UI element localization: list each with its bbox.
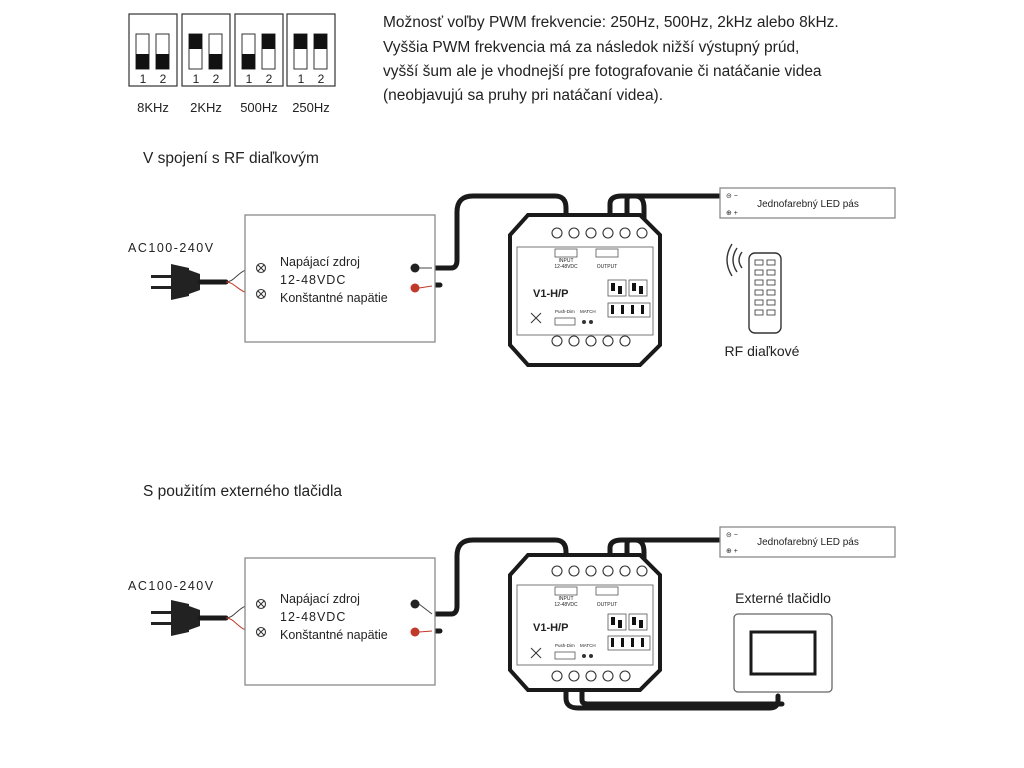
input-label: INPUT <box>559 596 574 602</box>
dc-wire <box>427 537 569 617</box>
psu-label: Napájací zdroj <box>280 255 360 269</box>
psu-description: Konštantné napätie <box>280 628 388 642</box>
description-line: Vyššia PWM frekvencia má za následok niž… <box>383 39 799 56</box>
terminal-block-bottom <box>551 335 631 347</box>
match-label: MATCH <box>580 643 596 648</box>
led-wire <box>624 193 723 231</box>
dip-switch-250hz: 1 2 250Hz <box>286 13 336 115</box>
output-label: OUTPUT <box>597 602 618 608</box>
description-line: vyšší šum ale je vhodnejší pre fotografo… <box>383 63 822 80</box>
dc-wire <box>427 193 569 271</box>
ac-plug <box>151 600 257 636</box>
diagram-title: V spojení s RF diaľkovým <box>143 150 319 167</box>
ac-voltage-label: AC100-240V <box>128 579 215 593</box>
psu-voltage: 12-48VDC <box>280 273 346 287</box>
terminal-block-top <box>551 565 648 577</box>
dip-label: 8KHz <box>137 100 169 115</box>
button-wire <box>579 682 785 707</box>
led-strip-label: Jednofarebný LED pás <box>757 199 859 210</box>
pwm-description: Možnosť voľby PWM frekvencie: 250Hz, 500… <box>383 14 839 104</box>
psu-description: Konštantné napätie <box>280 291 388 305</box>
model-label: V1-H/P <box>533 622 568 634</box>
led-strip: ⊝ − ⊕ + Jednofarebný LED pás <box>719 187 896 219</box>
switch-number: 1 <box>246 72 253 86</box>
match-label: MATCH <box>580 309 596 314</box>
rf-remote-label: RF diaľkové <box>725 343 800 359</box>
diagram-external-button: S použitím externého tlačidla AC100-240V <box>128 483 896 711</box>
input-label: INPUT <box>559 258 574 264</box>
psu-voltage: 12-48VDC <box>280 610 346 624</box>
dip-switch-legend: 1 2 8KHz 1 2 2KHz 1 2 500Hz <box>128 13 336 115</box>
plus-sign: ⊕ + <box>726 210 738 217</box>
external-button-label: Externé tlačidlo <box>735 590 831 606</box>
switch-number: 1 <box>298 72 305 86</box>
power-supply: Napájací zdroj 12-48VDC Konštantné napät… <box>244 557 436 686</box>
output-label: OUTPUT <box>597 264 618 270</box>
dip-switch-2khz: 1 2 2KHz <box>181 13 231 115</box>
controller-v1hp: INPUT 12-48VDC OUTPUT V1-H/P Push-Dim MA… <box>508 553 662 692</box>
model-label: V1-H/P <box>533 288 568 300</box>
switch-number: 2 <box>213 72 220 86</box>
push-dim-label: Push-Dim <box>555 643 575 648</box>
diagram-title: S použitím externého tlačidla <box>143 483 342 500</box>
switch-number: 2 <box>318 72 325 86</box>
minus-sign: ⊝ − <box>726 532 738 539</box>
external-button-icon <box>733 613 833 693</box>
switch-number: 2 <box>160 72 167 86</box>
ac-voltage-label: AC100-240V <box>128 241 215 255</box>
psu-label: Napájací zdroj <box>280 592 360 606</box>
dip-label: 250Hz <box>292 100 330 115</box>
switch-number: 1 <box>193 72 200 86</box>
led-wire <box>624 537 723 571</box>
led-strip: ⊝ − ⊕ + Jednofarebný LED pás <box>719 526 896 558</box>
controller-v1hp: INPUT 12-48VDC OUTPUT V1-H/P Push-Dim MA… <box>508 213 662 367</box>
rf-remote-icon <box>726 243 782 334</box>
input-voltage: 12-48VDC <box>554 264 578 270</box>
dip-label: 2KHz <box>190 100 222 115</box>
ac-plug <box>151 264 257 300</box>
led-strip-label: Jednofarebný LED pás <box>757 537 859 548</box>
dip-switch-8khz: 1 2 8KHz <box>128 13 178 115</box>
push-dim-label: Push-Dim <box>555 309 575 314</box>
description-line: (neobjavujú sa pruhy pri natáčaní videa)… <box>383 87 663 104</box>
power-supply: Napájací zdroj 12-48VDC Konštantné napät… <box>244 214 436 343</box>
diagram-rf-remote: V spojení s RF diaľkovým AC100-240V Nap <box>128 150 896 367</box>
plus-sign: ⊕ + <box>726 548 738 555</box>
description-line: Možnosť voľby PWM frekvencie: 250Hz, 500… <box>383 14 839 31</box>
minus-sign: ⊝ − <box>726 193 738 200</box>
switch-number: 1 <box>140 72 147 86</box>
dip-switch-500hz: 1 2 500Hz <box>234 13 284 115</box>
dip-label: 500Hz <box>240 100 278 115</box>
terminal-block-bottom <box>551 670 631 682</box>
input-voltage: 12-48VDC <box>554 602 578 608</box>
switch-number: 2 <box>266 72 273 86</box>
terminal-block-top <box>551 227 648 239</box>
